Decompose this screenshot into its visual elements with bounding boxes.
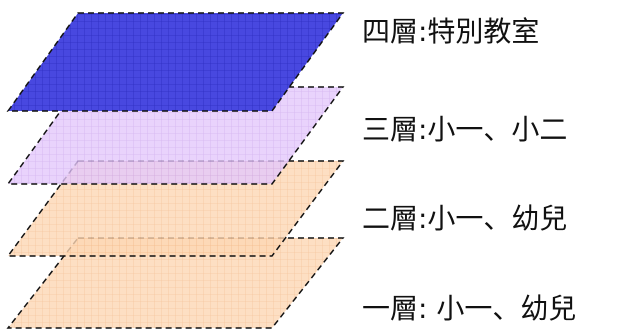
floor-4-plane [6,12,345,112]
floor-3-label: 三層:小一、小二 [362,113,568,146]
floor-2-label: 二層:小一、幼兒 [362,202,568,235]
floor-1-plane [6,237,345,329]
floor-3-plane [6,86,345,185]
floor-4-label: 四層:特別教室 [362,15,540,48]
floor-1-label: 一層: 小一、幼兒 [362,292,577,325]
